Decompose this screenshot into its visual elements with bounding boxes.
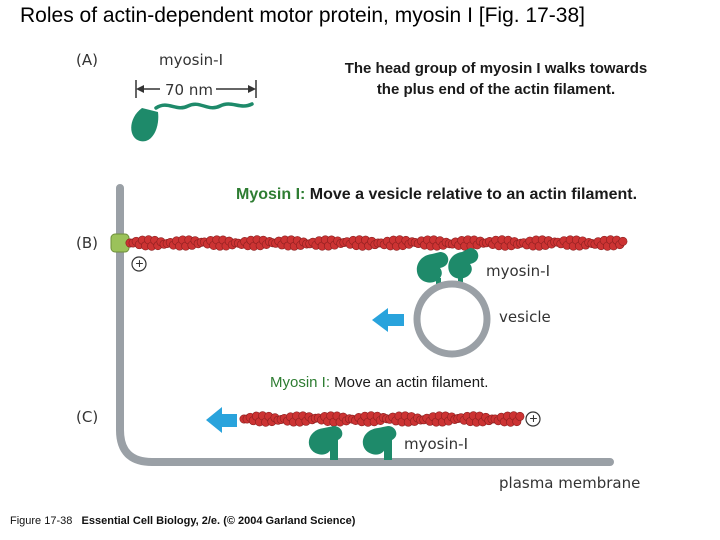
panel-c-caption-text: Move an actin filament. bbox=[330, 374, 489, 391]
myosin-head-a bbox=[131, 108, 159, 142]
myosin-head-b-2 bbox=[448, 248, 479, 279]
actin-filament-b bbox=[125, 235, 628, 251]
panel-a-caption-line-1: The head group of myosin I walks towards bbox=[344, 60, 648, 77]
copyright: (© 2004 Garland Science) bbox=[223, 515, 356, 527]
myosin-head-c-2 bbox=[362, 426, 397, 460]
panel-c-label: (C) bbox=[76, 408, 99, 426]
panel-b-label: (B) bbox=[76, 234, 98, 252]
plus-symbol-c: + bbox=[529, 410, 538, 426]
panel-c-caption-prefix: Myosin I: bbox=[270, 374, 331, 391]
plus-symbol-b: + bbox=[135, 255, 144, 271]
myosin-label-c: myosin-I bbox=[404, 435, 468, 453]
actin-subunit bbox=[515, 411, 525, 421]
myosin-tail-a bbox=[154, 102, 254, 110]
myosin-label-a: myosin-I bbox=[159, 51, 223, 69]
figure-number: Figure 17-38 bbox=[10, 515, 73, 527]
length-dimension-arrow bbox=[135, 80, 257, 98]
panel-c-caption: Myosin I: Move an actin filament. bbox=[270, 374, 488, 391]
direction-arrow-b bbox=[372, 308, 404, 332]
vesicle bbox=[413, 280, 491, 358]
panel-b-caption-prefix: Myosin I: bbox=[236, 186, 306, 203]
myosin-label-b: myosin-I bbox=[486, 262, 550, 280]
figure-credit: Figure 17-38 Essential Cell Biology, 2/e… bbox=[10, 515, 355, 527]
actin-filament-c bbox=[239, 411, 525, 427]
panel-a-label: (A) bbox=[76, 51, 98, 69]
myosin-head-b-1 bbox=[416, 252, 449, 283]
plasma-membrane bbox=[116, 184, 614, 466]
slide-title: Roles of actin-dependent motor protein, … bbox=[20, 4, 585, 27]
panel-b-caption: Myosin I: Move a vesicle relative to an … bbox=[236, 186, 637, 204]
myosin-heads-c bbox=[308, 426, 397, 460]
panel-b-caption-text: Move a vesicle relative to an actin fila… bbox=[305, 186, 638, 203]
actin-subunit bbox=[618, 236, 628, 246]
plasma-membrane-label: plasma membrane bbox=[499, 474, 641, 492]
book-title: Essential Cell Biology, 2/e. bbox=[81, 515, 221, 527]
myosin-head-c-1 bbox=[308, 426, 343, 460]
myosin-i-molecule-a bbox=[131, 102, 254, 142]
direction-arrow-c bbox=[206, 407, 237, 433]
vesicle-label: vesicle bbox=[499, 308, 551, 326]
plus-end-marker-b bbox=[131, 256, 147, 272]
length-label: 70 nm bbox=[165, 81, 213, 99]
plus-end-marker-c bbox=[525, 411, 541, 427]
panel-a-caption-line-2: the plus end of the actin filament. bbox=[376, 81, 616, 98]
panel-a-caption: The head group of myosin I walks towards… bbox=[296, 58, 696, 100]
